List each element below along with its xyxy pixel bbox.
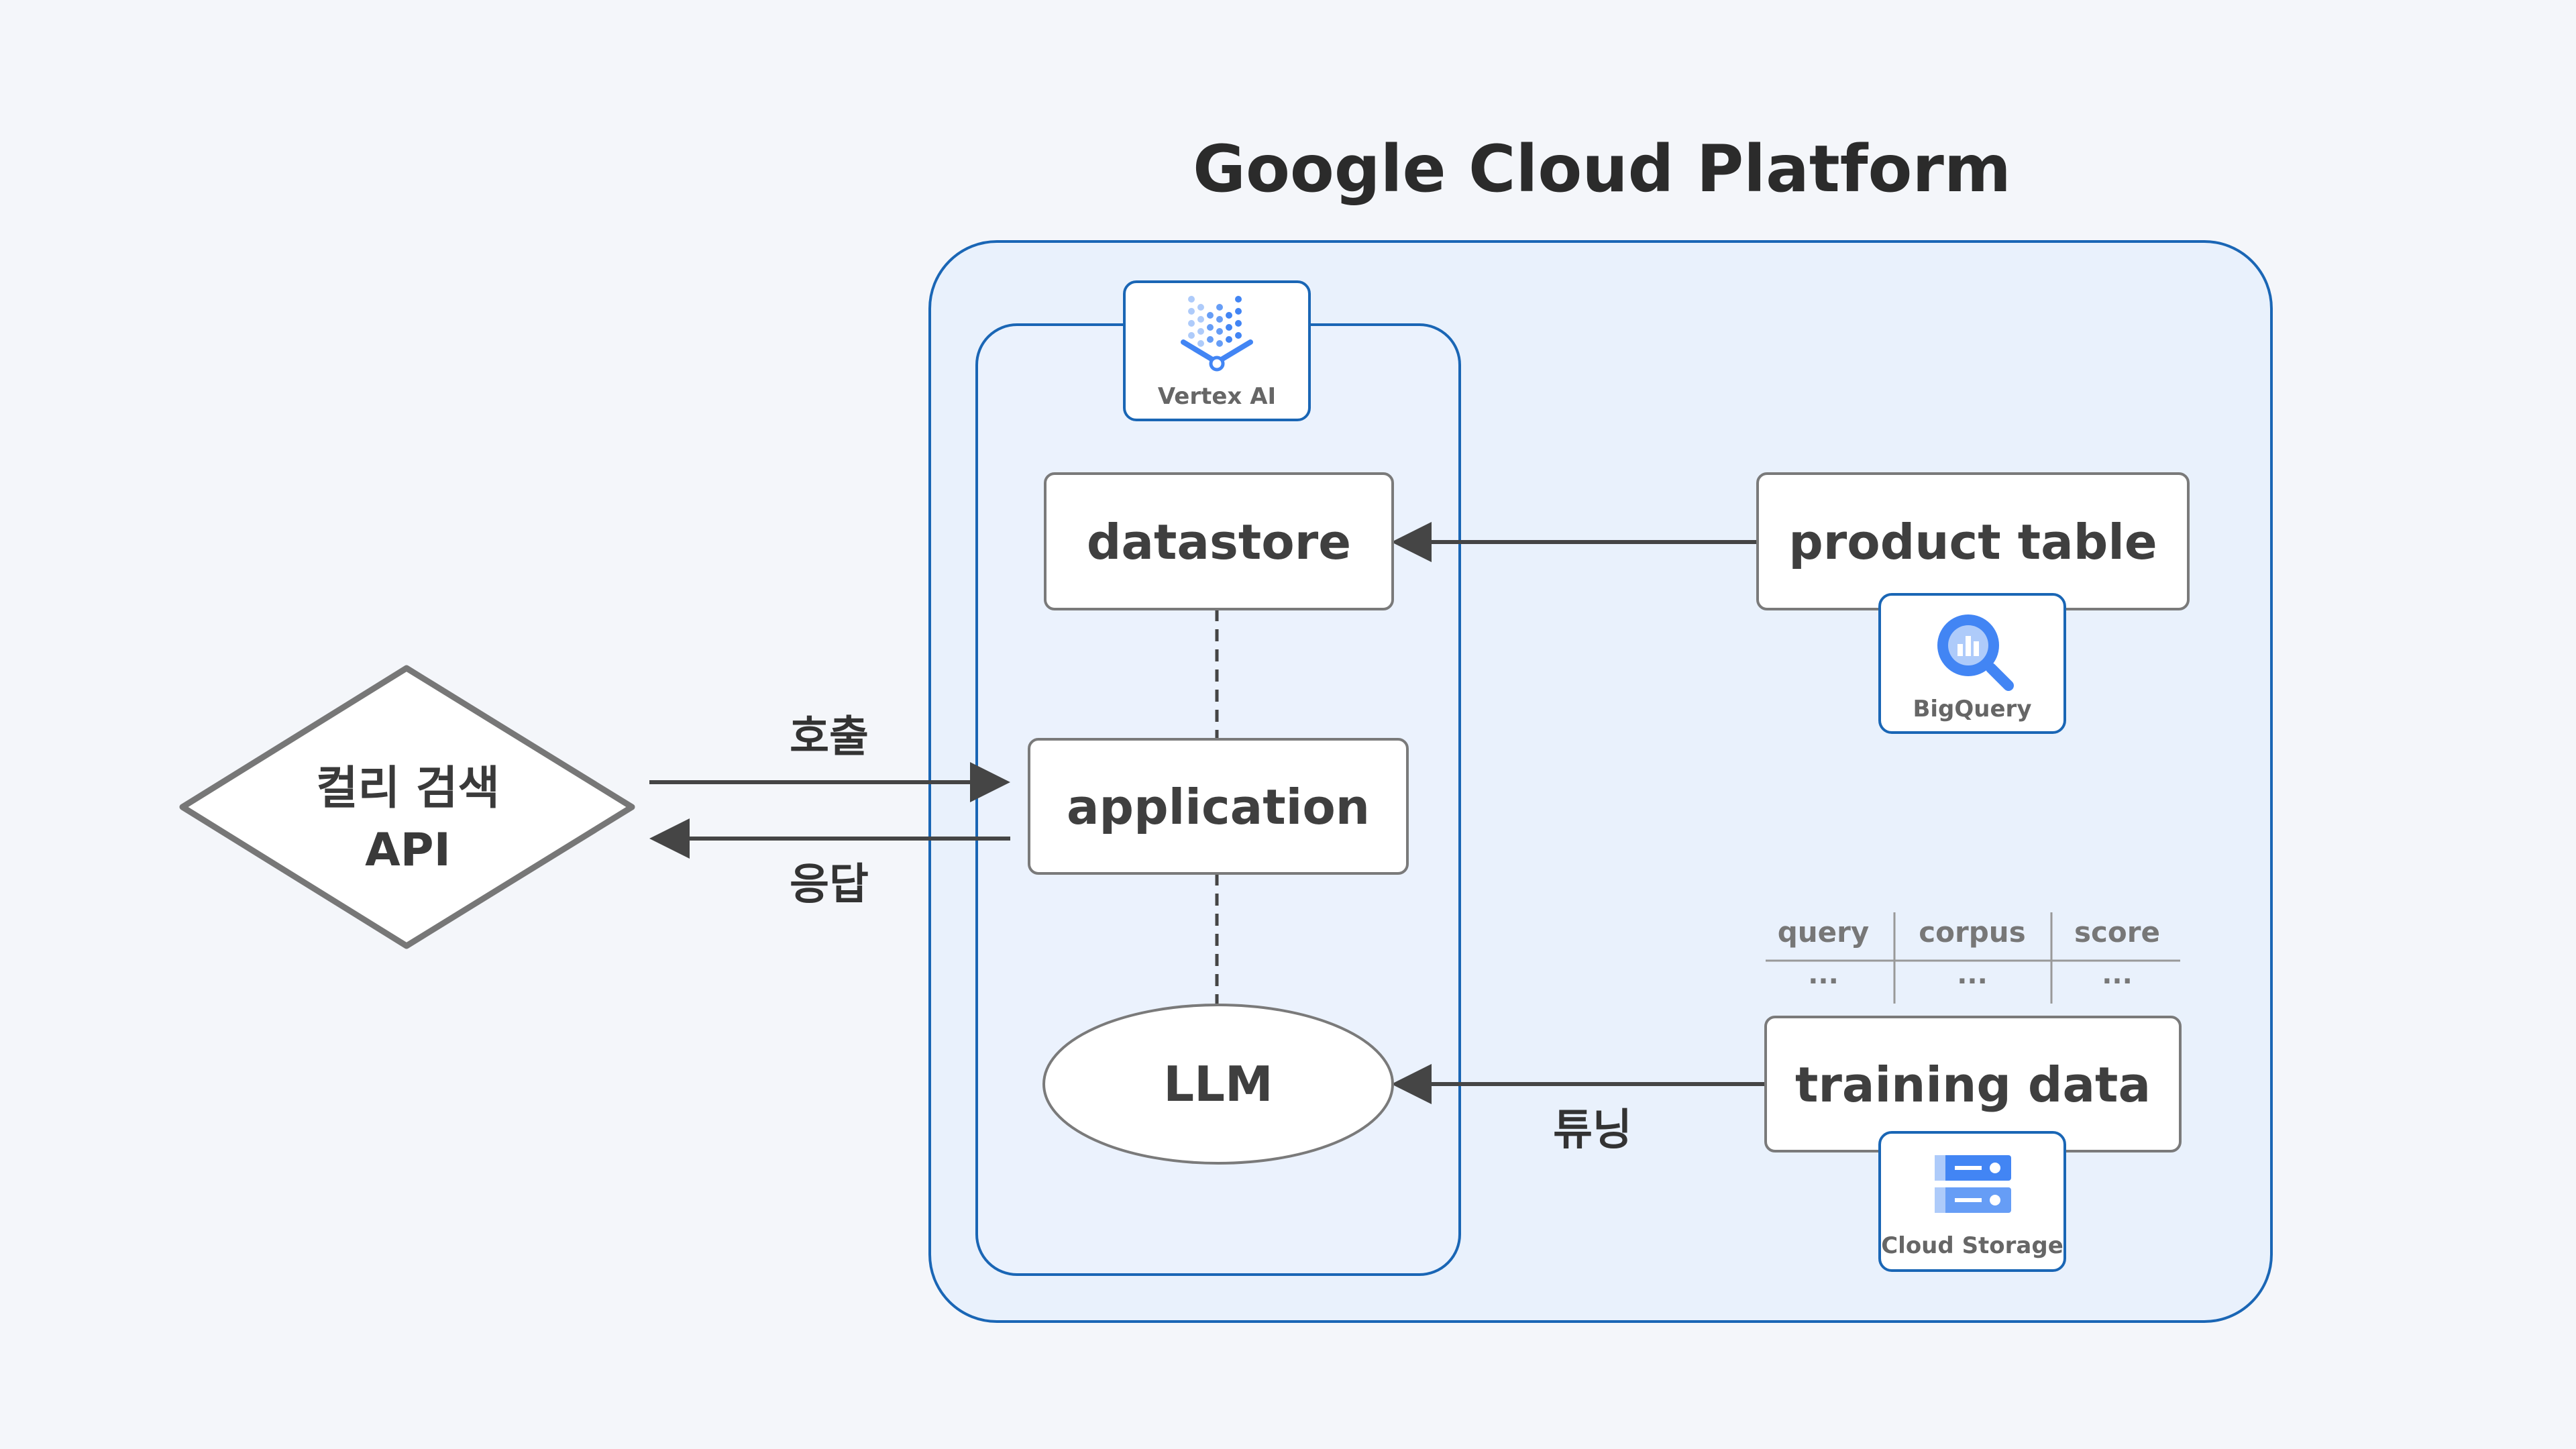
edge-label-call: 호출 xyxy=(790,712,869,762)
product-table-node: product table xyxy=(1756,472,2190,610)
cloud-storage-badge: Cloud Storage xyxy=(1878,1131,2066,1272)
datastore-node: datastore xyxy=(1044,472,1394,610)
vertex-ai-label: Vertex AI xyxy=(1158,383,1276,410)
cloud-storage-icon xyxy=(1935,1155,2011,1213)
vertex-ai-badge: Vertex AI xyxy=(1123,280,1311,421)
table-header-corpus: corpus xyxy=(1919,916,2025,949)
search-api-label-line2: API xyxy=(365,824,451,877)
table-cell-score: ··· xyxy=(2102,966,2133,997)
cloud-storage-label: Cloud Storage xyxy=(1881,1232,2063,1259)
vertex-ai-icon xyxy=(1181,296,1253,372)
llm-label: LLM xyxy=(1163,1056,1273,1112)
search-api-label-line1: 컬리 검색 xyxy=(316,762,500,815)
edge-label-tuning: 튜닝 xyxy=(1553,1106,1632,1155)
bigquery-badge: BigQuery xyxy=(1878,593,2066,734)
table-header-score: score xyxy=(2074,916,2160,949)
product-table-label: product table xyxy=(1788,514,2157,570)
table-cell-corpus: ··· xyxy=(1957,966,1988,997)
datastore-label: datastore xyxy=(1087,514,1351,570)
training-data-node: training data xyxy=(1764,1016,2182,1152)
application-label: application xyxy=(1067,779,1370,835)
application-node: application xyxy=(1028,738,1409,875)
llm-node: LLM xyxy=(1042,1004,1394,1165)
bigquery-label: BigQuery xyxy=(1913,696,2031,722)
bigquery-icon xyxy=(1937,614,2014,691)
diagram-title: Google Cloud Platform xyxy=(1193,131,2011,207)
training-data-table: query corpus score ··· ··· ··· xyxy=(1766,912,2180,1004)
table-cell-query: ··· xyxy=(1808,966,1839,997)
table-header-query: query xyxy=(1778,916,1870,949)
search-api-node: 컬리 검색 API xyxy=(179,665,635,949)
training-data-label: training data xyxy=(1795,1057,2151,1113)
edge-label-response: 응답 xyxy=(790,860,869,910)
